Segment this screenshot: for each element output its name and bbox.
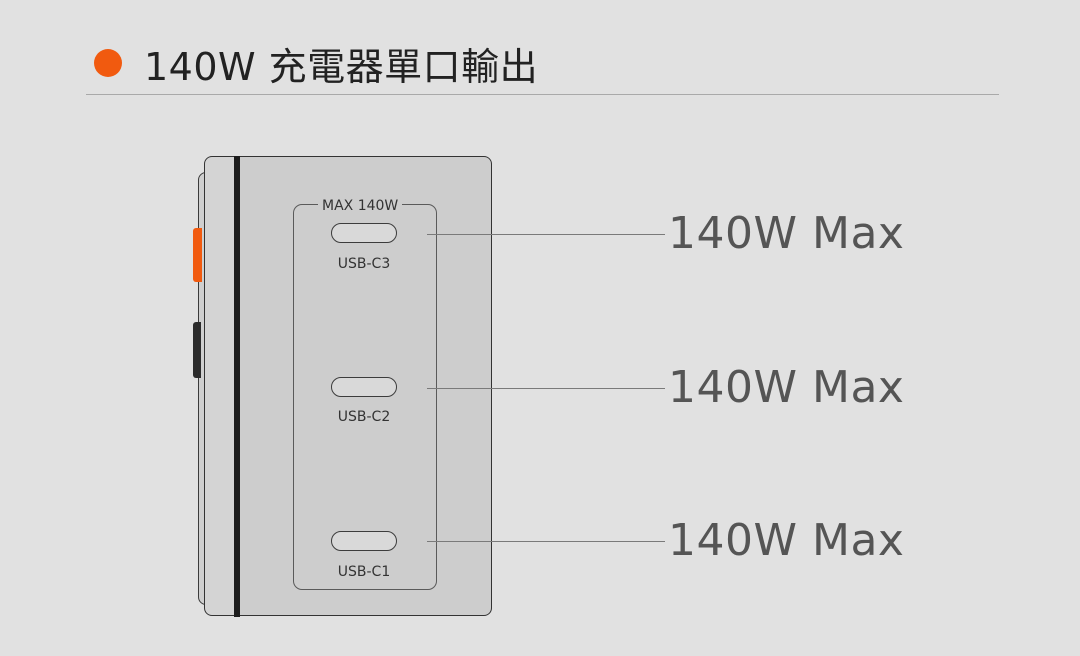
dark-side-button: [193, 322, 201, 378]
port-callout: 140W Max: [668, 362, 905, 413]
port-callout: 140W Max: [668, 208, 905, 259]
charger-seam: [234, 156, 240, 617]
port-label: USB-C3: [337, 256, 391, 272]
port-label: USB-C2: [337, 409, 391, 425]
header: 140W 充電器單口輸出: [0, 0, 1080, 100]
usb-c-port-icon: [331, 531, 397, 551]
usb-c-port-icon: [331, 377, 397, 397]
panel-label: MAX 140W: [318, 197, 403, 215]
page-title: 140W 充電器單口輸出: [144, 45, 539, 89]
orange-side-button: [193, 228, 202, 282]
charger-side: [204, 156, 236, 616]
leader-line: [427, 541, 665, 542]
orange-dot-icon: [94, 49, 122, 77]
title-divider: [86, 94, 999, 95]
port-label: USB-C1: [337, 564, 391, 580]
port-callout: 140W Max: [668, 515, 905, 566]
leader-line: [427, 388, 665, 389]
usb-c-port-icon: [331, 223, 397, 243]
leader-line: [427, 234, 665, 235]
